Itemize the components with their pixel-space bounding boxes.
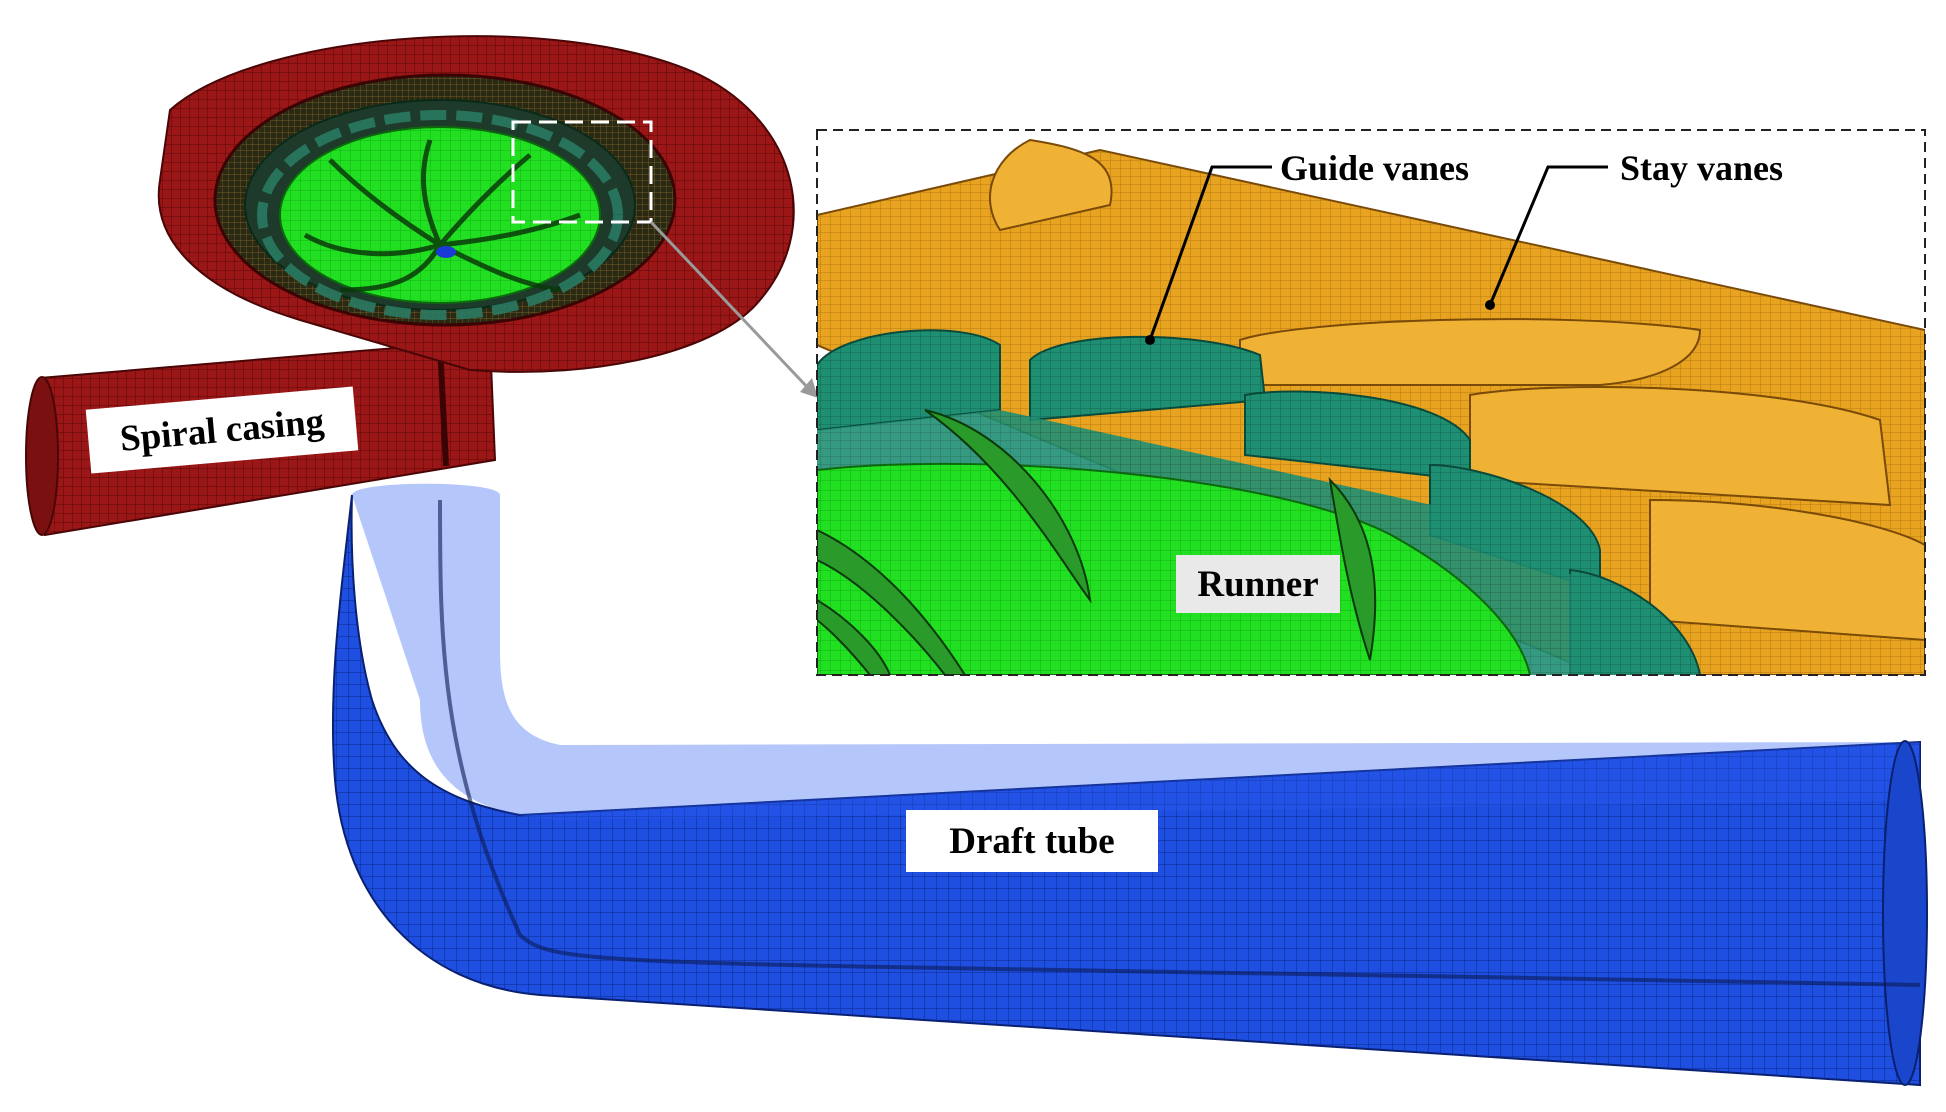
zoom-inset — [816, 129, 1926, 676]
stay-vanes-leader — [1488, 165, 1608, 306]
guide-vanes-leader-dot — [1145, 335, 1155, 345]
guide-vanes-label: Guide vanes — [1280, 148, 1469, 188]
spiral-casing-label-group: Spiral casing — [85, 386, 359, 474]
stay-vanes-leader-dot — [1485, 300, 1495, 310]
spiral-casing — [157, 35, 795, 373]
draft-tube-label: Draft tube — [949, 821, 1114, 862]
runner-label: Runner — [1197, 564, 1318, 605]
zoom-connector-line — [649, 220, 812, 392]
stay-vanes-label: Stay vanes — [1620, 148, 1783, 188]
inset-frame — [816, 129, 1926, 676]
runner-blades-inset — [817, 409, 1377, 675]
runner-disc — [279, 126, 601, 304]
runner-blades — [303, 139, 581, 293]
guide-vanes-leader — [1148, 165, 1272, 341]
zoom-region-box — [511, 120, 653, 224]
draft-tube — [331, 483, 1928, 1087]
guide-vane-ring — [257, 110, 623, 320]
draft-tube-outlet — [1882, 740, 1928, 1086]
stay-vanes — [817, 138, 1925, 675]
